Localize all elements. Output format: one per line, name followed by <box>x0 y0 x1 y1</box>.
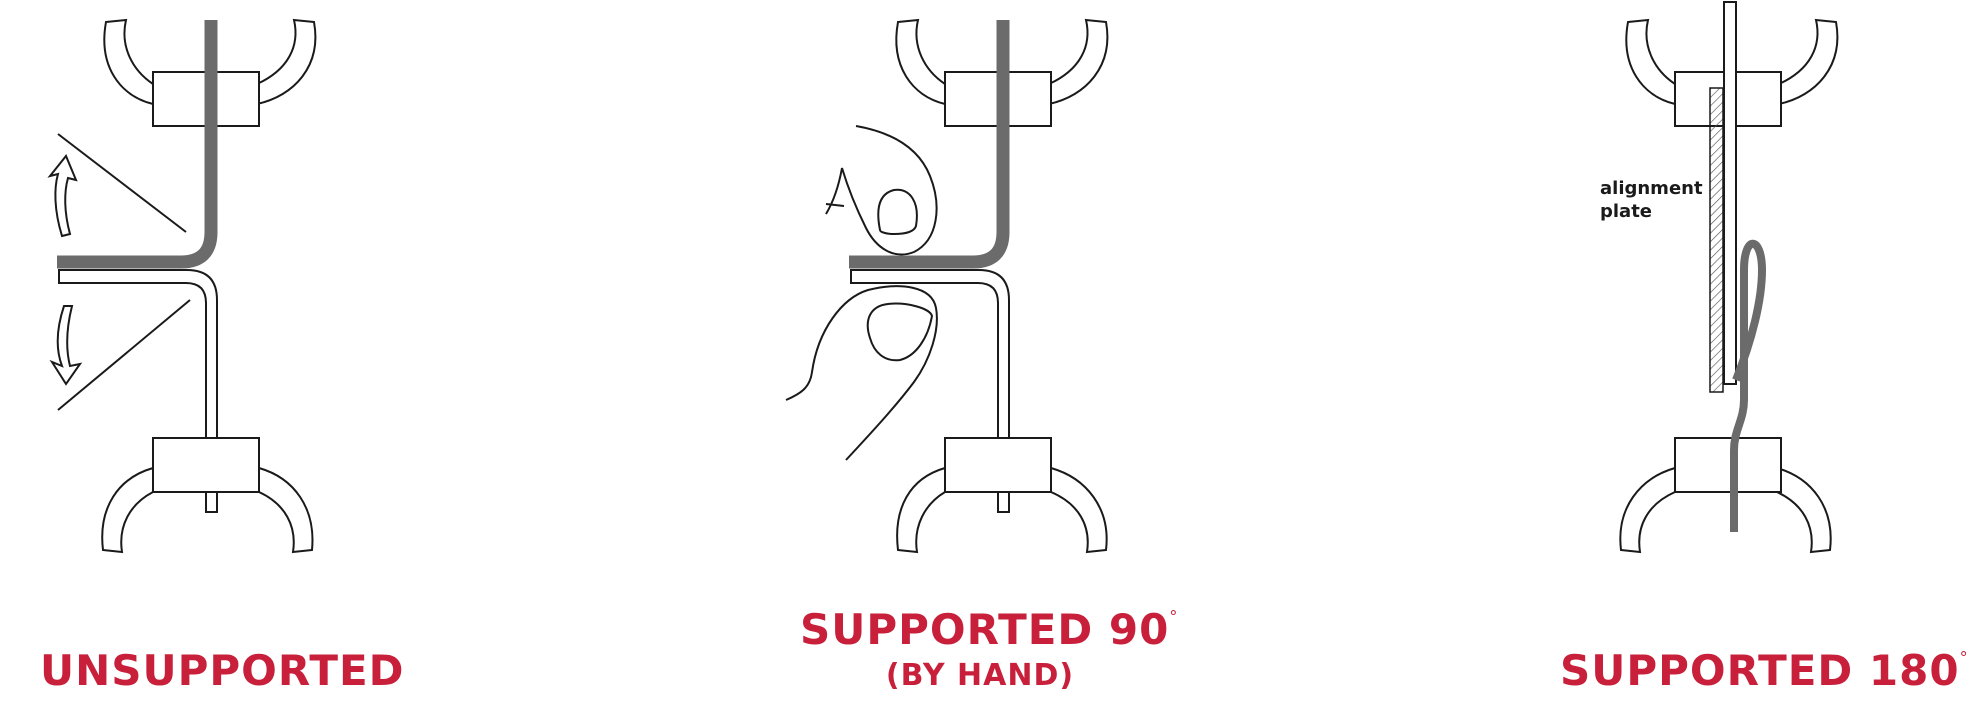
subcaption-by-hand: (BY HAND) <box>800 658 1160 693</box>
hand-icon <box>785 125 938 461</box>
bent-specimen <box>57 20 218 269</box>
degree-mark: ° <box>1959 648 1968 667</box>
thumbnail-upper <box>877 188 918 236</box>
panel-supported-90 <box>785 18 1109 554</box>
arrow-down-icon <box>49 305 83 386</box>
lower-specimen <box>58 269 218 513</box>
alignment-label-line1: alignment <box>1600 178 1703 199</box>
bend-test-diagram <box>47 1 1839 554</box>
folded-specimen <box>1730 239 1767 532</box>
subcaption-text: (BY HAND) <box>885 658 1075 693</box>
bottom-grip <box>1619 437 1832 554</box>
angle-line-lower <box>57 299 191 411</box>
panel-unsupported <box>47 18 317 554</box>
alignment-plate <box>1709 87 1724 393</box>
caption-text: UNSUPPORTED <box>40 646 405 695</box>
bottom-grip <box>896 437 1108 554</box>
caption-unsupported: UNSUPPORTED <box>40 646 404 695</box>
caption-supported-90: SUPPORTED 90° <box>800 605 1177 654</box>
panel-supported-180 <box>1619 1 1839 554</box>
bent-specimen <box>849 20 1010 269</box>
lower-specimen <box>850 269 1010 513</box>
caption-text: SUPPORTED 90 <box>800 605 1170 654</box>
bottom-grip <box>101 437 314 554</box>
thumbnail-lower <box>866 302 934 362</box>
straight-specimen <box>1723 1 1737 385</box>
finger-upper <box>825 125 938 256</box>
alignment-label-line2: plate <box>1600 201 1653 222</box>
alignment-plate-label: alignment plate <box>1600 177 1703 223</box>
caption-supported-180: SUPPORTED 180° <box>1560 646 1968 695</box>
degree-mark: ° <box>1169 607 1178 626</box>
finger-lower <box>785 285 938 461</box>
arrow-up-icon <box>47 154 78 238</box>
top-grip <box>1625 18 1839 127</box>
caption-text: SUPPORTED 180 <box>1560 646 1960 695</box>
angle-line-upper <box>57 133 187 233</box>
